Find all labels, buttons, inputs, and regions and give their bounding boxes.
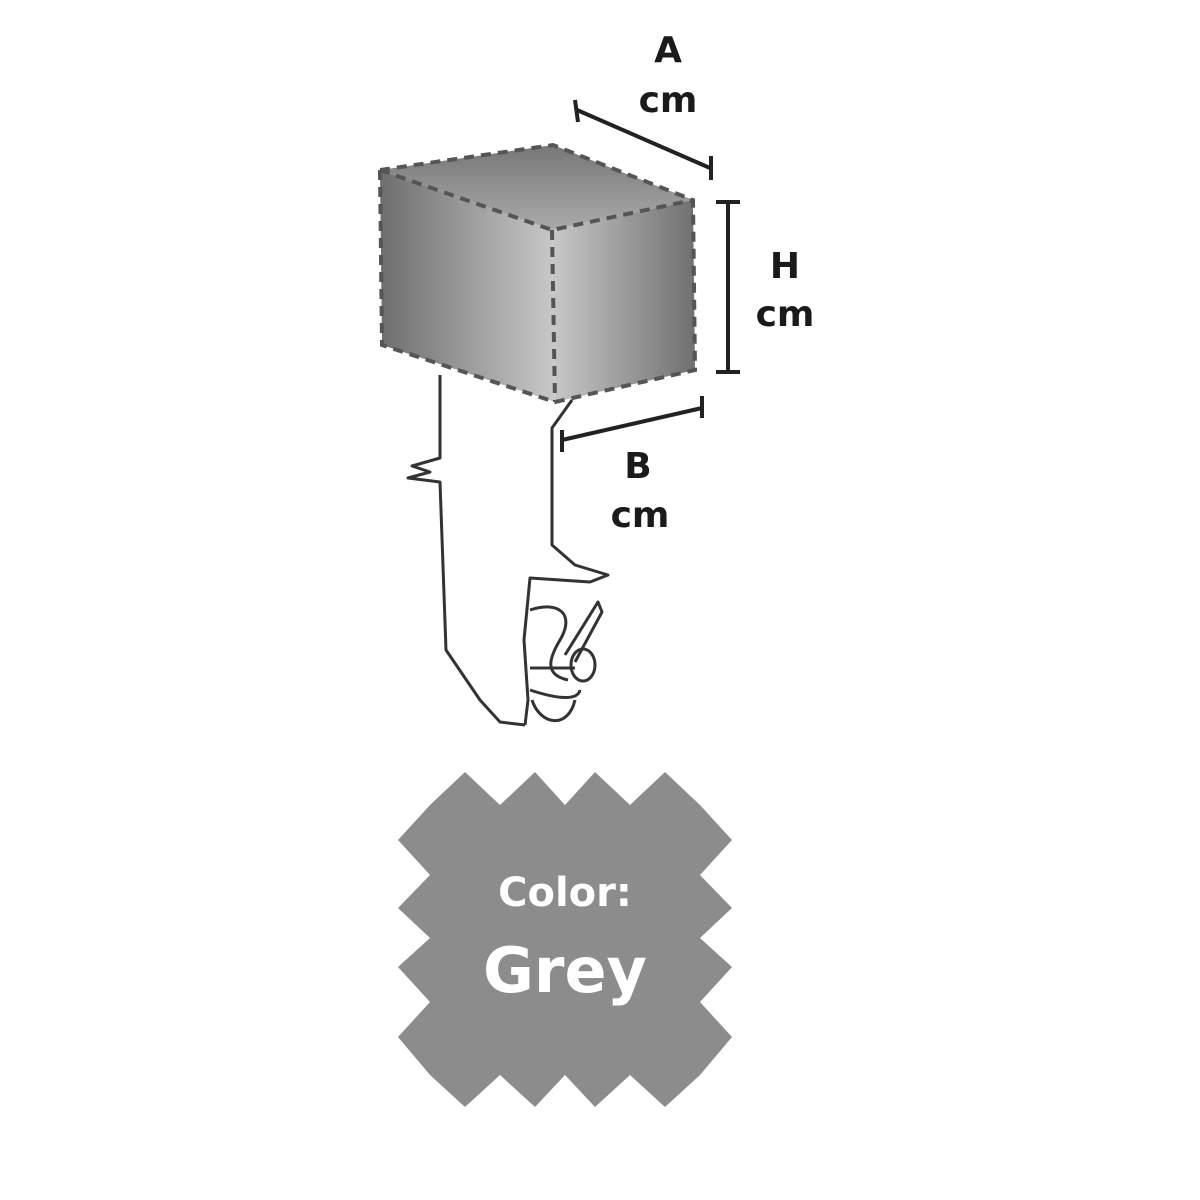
dimension-b-letter: B bbox=[624, 446, 651, 487]
dimension-lines bbox=[560, 99, 740, 452]
dimension-a-letter: A bbox=[654, 30, 682, 71]
dimension-h-unit: cm bbox=[756, 294, 815, 335]
dimension-a-unit: cm bbox=[639, 80, 698, 121]
outboard-motor-leg bbox=[406, 375, 610, 727]
color-swatch: Color: Grey bbox=[398, 772, 732, 1107]
dimension-b-line bbox=[560, 396, 704, 452]
motor-cover-box bbox=[378, 142, 698, 405]
swatch-color-name: Grey bbox=[483, 934, 647, 1007]
dimension-h-line bbox=[716, 200, 740, 374]
swatch-label: Color: bbox=[498, 870, 632, 916]
dimension-h-letter: H bbox=[770, 246, 800, 287]
dimension-a-line bbox=[573, 99, 713, 180]
dimension-b-unit: cm bbox=[611, 495, 670, 536]
